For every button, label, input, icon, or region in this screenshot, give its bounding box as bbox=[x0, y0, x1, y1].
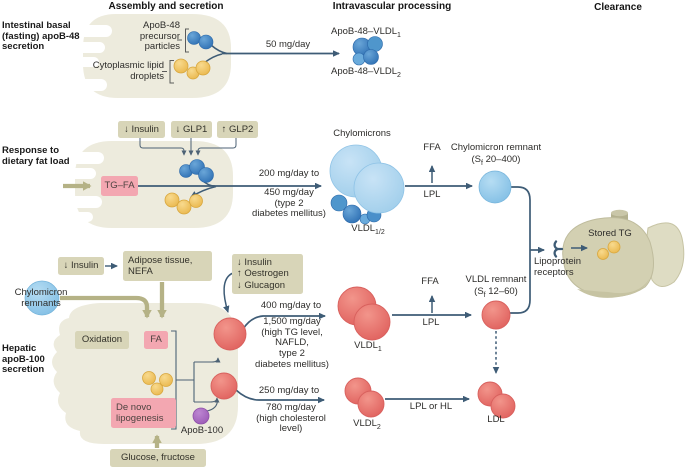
row-label-hepatic: Hepatic apoB-100 secretion bbox=[2, 343, 45, 376]
header-clearance: Clearance bbox=[594, 2, 642, 13]
ldl-label: LDL bbox=[487, 414, 505, 425]
blue-particles bbox=[179, 31, 383, 225]
header-assembly: Assembly and secretion bbox=[108, 1, 224, 12]
lipogenesis-bracket bbox=[171, 330, 221, 430]
flux-1500mg-label: 1,500 mg/day (high TG level, NAFLD, type… bbox=[255, 316, 329, 370]
row-label-dietary-fat: Response to dietary fat load bbox=[2, 145, 70, 167]
glp2-up-box: ↑ GLP2 bbox=[217, 121, 258, 138]
de-novo-lipogenesis-box: De novo lipogenesis bbox=[111, 398, 176, 428]
insulin-down-box-intestine: ↓ Insulin bbox=[118, 121, 165, 138]
insulin-down-box-liver: ↓ Insulin bbox=[58, 257, 104, 275]
olive-flux-arrows bbox=[60, 181, 167, 448]
flux-250mg-label: 250 mg/day to bbox=[258, 385, 320, 396]
flux-450mg-label: 450 mg/day (type 2 diabetes mellitus) bbox=[252, 187, 326, 220]
row-label-intestinal-basal: Intestinal basal (fasting) apoB-48 secre… bbox=[2, 20, 80, 53]
vldl-remnant-label: VLDL remnant bbox=[465, 274, 527, 285]
flux-50mg-label: 50 mg/day bbox=[265, 39, 311, 50]
apob48-precursor-label: ApoB-48 precursor particles bbox=[139, 20, 180, 53]
chylomicron-particles bbox=[329, 144, 405, 214]
flux-200mg-label: 200 mg/day to bbox=[258, 168, 320, 179]
glp1-down-box: ↓ GLP1 bbox=[171, 121, 212, 138]
lpl-or-hl-label: LPL or HL bbox=[409, 401, 453, 412]
yellow-droplets bbox=[142, 58, 621, 396]
chylomicron-remnant-label: Chylomicron remnant bbox=[450, 142, 542, 153]
adipose-nefa-box: Adipose tissue, NEFA bbox=[123, 251, 212, 281]
fa-box: FA bbox=[144, 331, 168, 349]
apob48-vldl1-label: ApoB-48–VLDL1 bbox=[331, 26, 401, 39]
apob100-particle bbox=[192, 407, 210, 425]
lipoprotein-receptor-icon bbox=[553, 240, 564, 258]
stored-tg-label: Stored TG bbox=[588, 228, 632, 239]
flux-arrows bbox=[105, 44, 588, 404]
flux-400mg-label: 400 mg/day to bbox=[260, 300, 322, 311]
ffa-label-top: FFA bbox=[423, 142, 441, 153]
vldl-remnant-sf-label: (Sf 12–60) bbox=[474, 286, 518, 299]
header-intravascular: Intravascular processing bbox=[332, 1, 452, 12]
lpl-label-top: LPL bbox=[423, 189, 441, 200]
chylomicron-remnant-sf-label: (Sf 20–400) bbox=[471, 154, 521, 167]
vldl1-label: VLDL1 bbox=[354, 340, 382, 353]
remnant-blue-particles bbox=[24, 170, 512, 316]
glucose-fructose-box: Glucose, fructose bbox=[110, 449, 206, 467]
cytoplasmic-droplets-label: Cytoplasmic lipid droplets bbox=[92, 60, 164, 82]
apob48-vldl2-label: ApoB-48–VLDL2 bbox=[331, 66, 401, 79]
vldl2-label: VLDL2 bbox=[353, 418, 381, 431]
apob100-label: ApoB-100 bbox=[180, 425, 224, 436]
lipoprotein-receptors-label: Lipoprotein receptors bbox=[534, 256, 582, 278]
flux-780mg-label: 780 mg/day (high cholesterol level) bbox=[256, 402, 326, 435]
chylomicron-remnants-label: Chylomicron remnants bbox=[14, 287, 68, 309]
vldl-1-2-label: VLDL1/2 bbox=[351, 223, 385, 236]
chylomicrons-label: Chylomicrons bbox=[333, 128, 391, 139]
liver-illustration bbox=[562, 209, 685, 298]
lpl-label-bottom: LPL bbox=[422, 317, 440, 328]
ffa-label-bottom: FFA bbox=[421, 276, 439, 287]
hormone-connectors bbox=[139, 138, 237, 156]
tg-fa-box: TG–FA bbox=[101, 176, 138, 196]
oxidation-box: Oxidation bbox=[75, 331, 129, 349]
hormone-box-liver: ↓ Insulin ↑ Oestrogen ↓ Glucagon bbox=[232, 254, 303, 294]
label-brackets bbox=[162, 28, 189, 84]
red-particles bbox=[210, 286, 516, 419]
